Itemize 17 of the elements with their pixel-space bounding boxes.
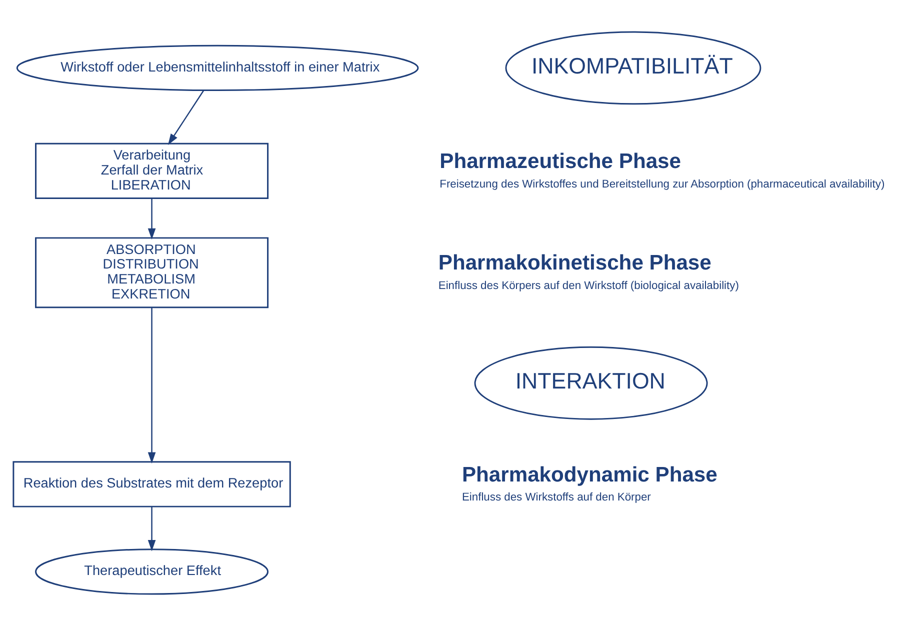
node-ellipse: Therapeutischer Effekt <box>35 548 269 595</box>
arrow <box>168 90 204 145</box>
node-ellipse: INKOMPATIBILITÄT <box>505 31 762 105</box>
label: Einfluss des Körpers auf den Wirkstoff (biological availability) <box>438 280 739 292</box>
arrow <box>148 308 156 464</box>
node-ellipse: Wirkstoff oder Lebensmittelinhaltsstoff in einer Matrix <box>16 44 419 92</box>
label: Pharmakokinetische Phase <box>438 252 712 275</box>
arrow <box>148 198 156 240</box>
arrow <box>148 506 156 552</box>
label: Pharmakodynamic Phase <box>462 463 718 486</box>
label: Freisetzung des Wirkstoffes und Bereitstellung zur Absorption (pharmaceutical availability) <box>440 178 885 190</box>
node-ellipse: INTERAKTION <box>474 346 708 420</box>
node-box: ABSORPTION DISTRIBUTION METABOLISM EXKRETION <box>35 237 269 308</box>
label: Einfluss des Wirkstoffs auf den Körper <box>462 492 651 504</box>
node-box: Reaktion des Substrates mit dem Rezeptor <box>12 461 291 508</box>
node-box: Verarbeitung Zerfall der Matrix LIBERATION <box>35 142 269 199</box>
label: Pharmazeutische Phase <box>440 150 681 173</box>
